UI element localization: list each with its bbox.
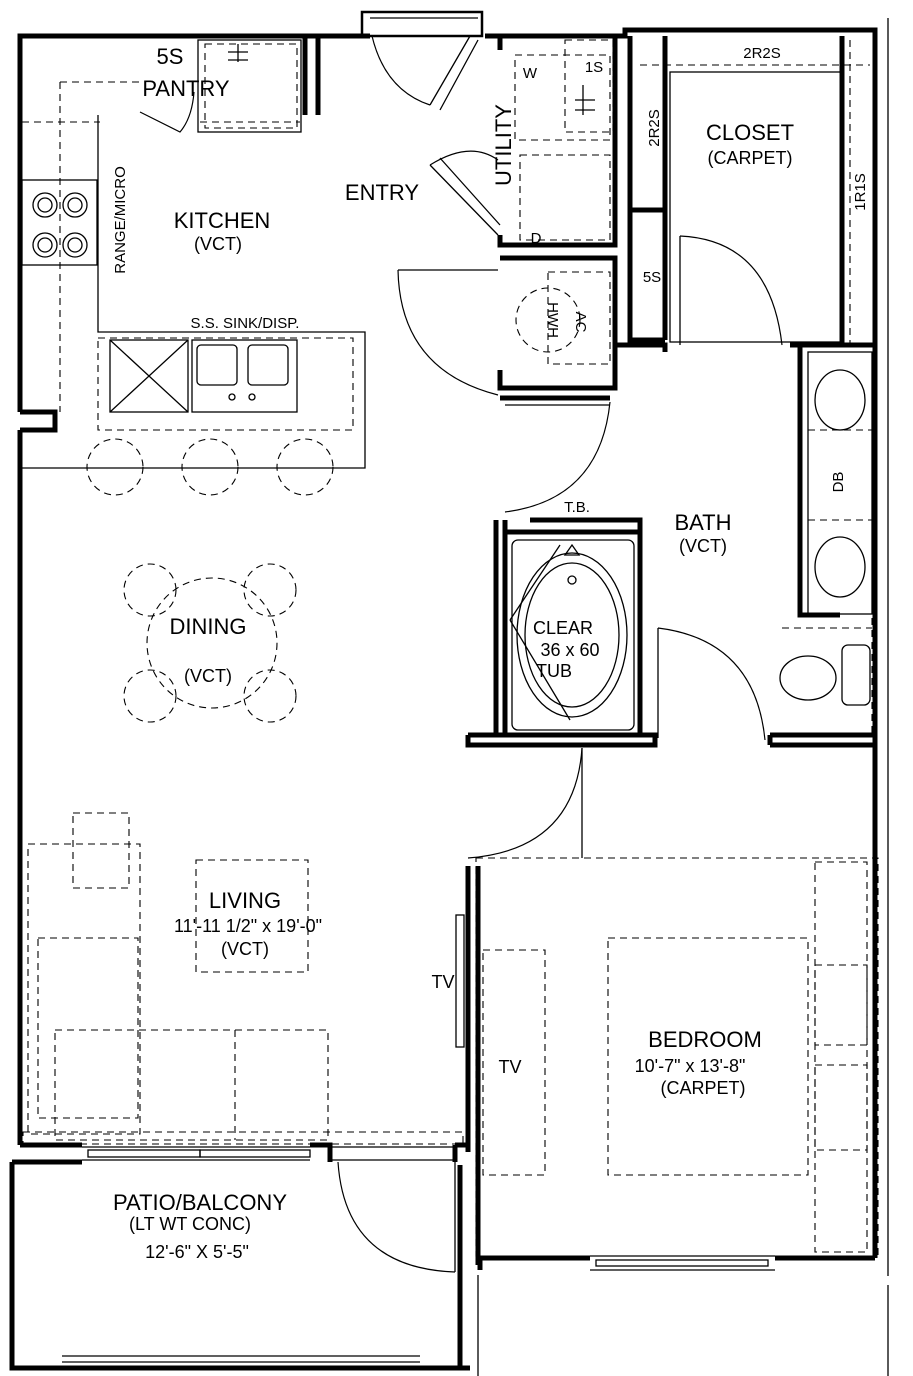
entry-label: ENTRY <box>345 180 419 205</box>
living-furniture <box>27 812 465 1141</box>
bath-finish: (VCT) <box>679 536 727 556</box>
exterior-walls <box>9 10 889 1376</box>
linen-shelf-label: 5S <box>643 269 661 286</box>
closet-shelf-right: 1R1S <box>852 173 869 211</box>
closet-shelf-top: 2R2S <box>743 45 781 62</box>
dryer-label: D <box>531 230 542 247</box>
tub-line-3: TUB <box>536 661 572 681</box>
tub-line-1: CLEAR <box>533 618 593 638</box>
kitchen-fixtures <box>21 39 366 496</box>
closet-finish: (CARPET) <box>708 148 793 168</box>
utility-shelf-label: 1S <box>585 59 603 76</box>
bedroom-dims: 10'-7" x 13'-8" <box>635 1056 746 1076</box>
kitchen-finish: (VCT) <box>194 234 242 254</box>
entry-doors <box>337 35 783 1273</box>
closet-shelf-left: 2R2S <box>646 109 663 147</box>
kitchen-label: KITCHEN <box>174 208 271 233</box>
bedroom-finish: (CARPET) <box>661 1078 746 1098</box>
living-tv-label: TV <box>431 972 454 992</box>
tub-line-2: 36 x 60 <box>540 640 599 660</box>
living-dims: 11'-11 1/2" x 19'-0" <box>174 916 322 936</box>
range-label: RANGE/MICRO <box>112 166 129 274</box>
living-finish: (VCT) <box>221 939 269 959</box>
tb-label: T.B. <box>564 499 590 516</box>
utility-label: UTILITY <box>491 104 516 186</box>
bath-fixtures <box>509 351 873 735</box>
sink-label: S.S. SINK/DISP. <box>191 315 300 332</box>
closet-fixtures <box>640 40 870 345</box>
patio-dims: 12'-6" X 5'-5" <box>145 1242 249 1262</box>
bath-label: BATH <box>674 510 731 535</box>
hwh-label: HWH <box>544 302 561 338</box>
living-label: LIVING <box>209 888 281 913</box>
ac-label: AC <box>572 312 589 333</box>
closet-label: CLOSET <box>706 120 794 145</box>
dining-label: DINING <box>170 614 247 639</box>
room-labels: 5S PANTRY KITCHEN (VCT) RANGE/MICRO S.S.… <box>112 44 869 1262</box>
washer-label: W <box>523 65 538 82</box>
patio-label: PATIO/BALCONY <box>113 1190 287 1215</box>
bedroom-furniture <box>482 861 868 1253</box>
pantry-code: 5S <box>157 44 184 69</box>
finish-lines <box>22 39 879 1257</box>
dining-table <box>123 563 297 723</box>
bedroom-tv-label: TV <box>498 1057 521 1077</box>
pantry-label: PANTRY <box>142 76 230 101</box>
db-label: DB <box>830 472 847 493</box>
dining-finish: (VCT) <box>184 666 232 686</box>
patio-finish: (LT WT CONC) <box>129 1214 251 1234</box>
interior-walls <box>20 33 875 1363</box>
utility-fixtures <box>515 85 611 365</box>
bedroom-label: BEDROOM <box>648 1027 762 1052</box>
